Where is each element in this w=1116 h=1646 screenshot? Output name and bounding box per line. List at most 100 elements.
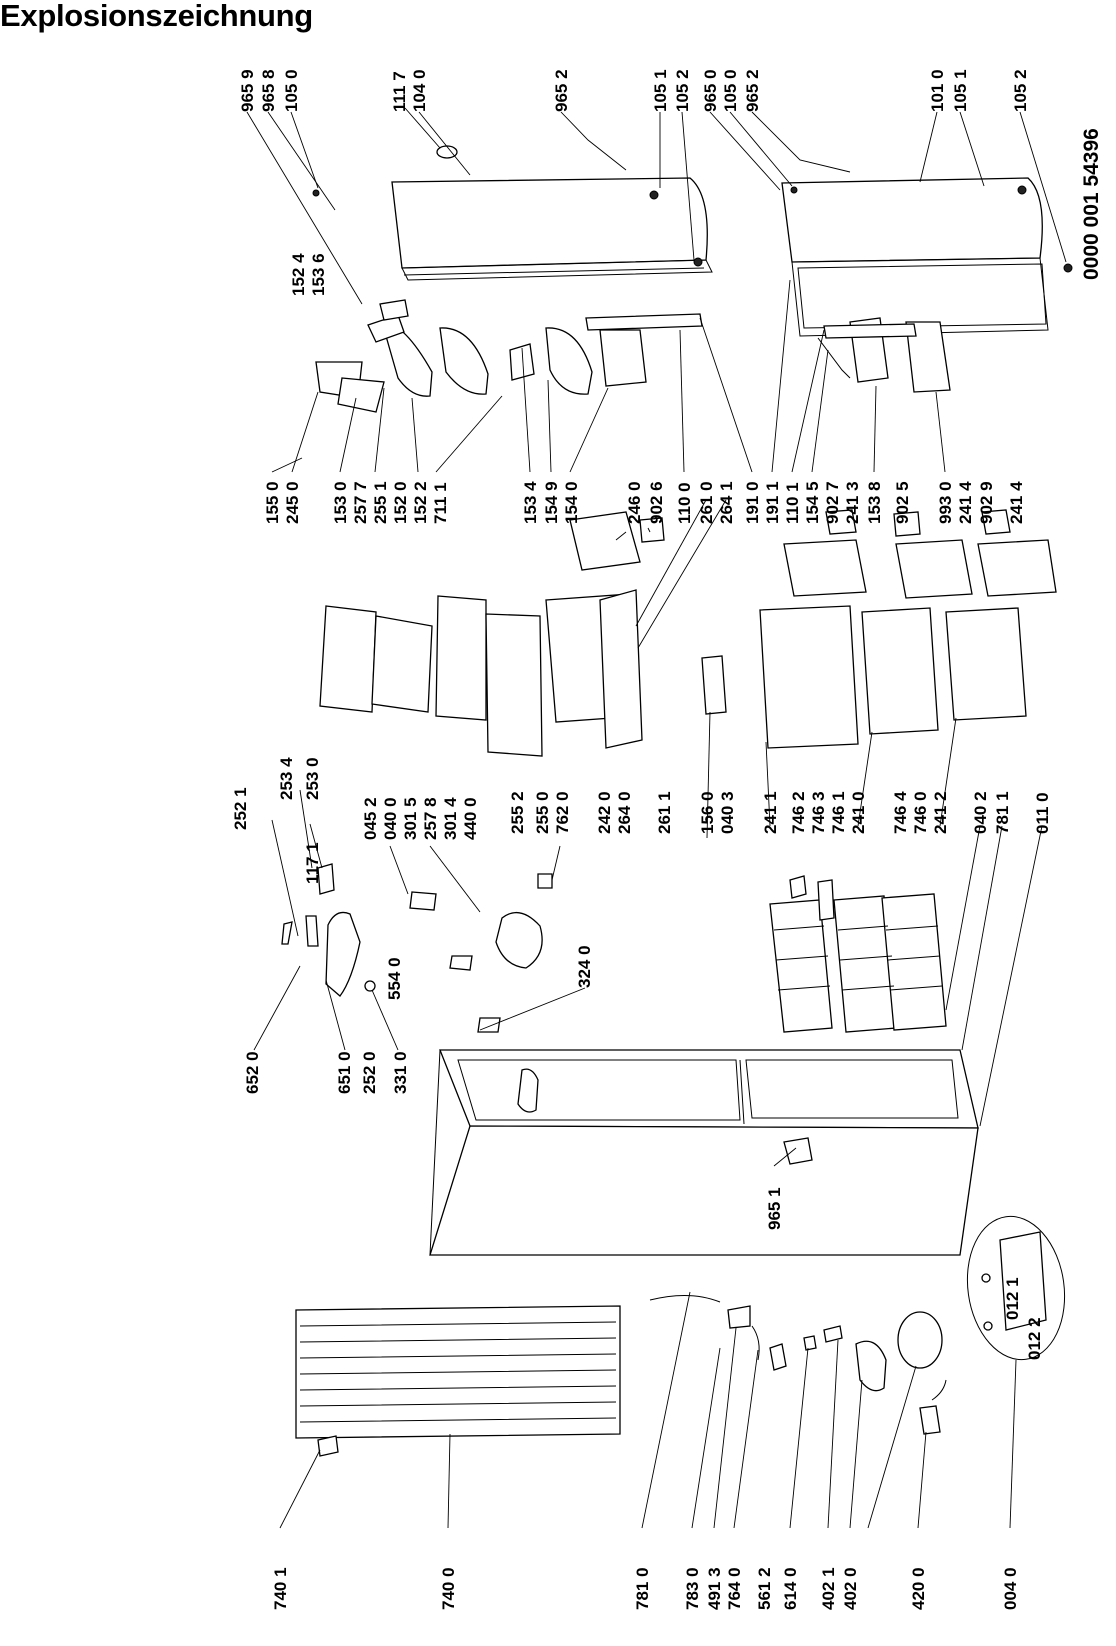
part-label: 241 1 bbox=[761, 791, 780, 834]
page-title: Explosionszeichnung bbox=[0, 0, 313, 33]
part-label: 004 0 bbox=[1001, 1567, 1020, 1610]
compressor-assembly bbox=[649, 1294, 947, 1435]
leader-lines bbox=[246, 107, 1067, 1529]
part-label: 324 0 bbox=[575, 945, 594, 988]
part-label: 252 0 bbox=[360, 1051, 379, 1094]
part-label: 241 3 bbox=[843, 481, 862, 524]
part-label: 245 0 bbox=[283, 481, 302, 524]
part-label: 154 9 bbox=[542, 481, 561, 524]
part-label: 242 0 bbox=[595, 791, 614, 834]
part-label: 402 1 bbox=[819, 1567, 838, 1610]
part-label: 781 1 bbox=[993, 791, 1012, 834]
part-label: 561 2 bbox=[755, 1567, 774, 1610]
part-label: 746 2 bbox=[789, 791, 808, 834]
part-label: 246 0 bbox=[625, 481, 644, 524]
control-and-fan-assembly bbox=[281, 863, 553, 1033]
part-label: 111 7 bbox=[390, 71, 409, 112]
part-label: 746 4 bbox=[891, 791, 910, 834]
part-label: 762 0 bbox=[553, 791, 572, 834]
part-label: 152 2 bbox=[411, 481, 430, 524]
part-label: 651 0 bbox=[335, 1051, 354, 1094]
part-label: 101 0 bbox=[928, 69, 947, 112]
part-label: 153 8 bbox=[865, 481, 884, 524]
part-label: 740 1 bbox=[271, 1567, 290, 1610]
part-label: 241 4 bbox=[956, 481, 975, 524]
part-label: 253 0 bbox=[303, 757, 322, 800]
part-label: 902 9 bbox=[977, 481, 996, 524]
part-label: 257 8 bbox=[421, 797, 440, 840]
part-label: 040 3 bbox=[718, 791, 737, 834]
part-label: 105 0 bbox=[282, 69, 301, 112]
part-label: 965 2 bbox=[743, 69, 762, 112]
part-label: 711 1 bbox=[431, 482, 450, 524]
part-label: 491 3 bbox=[705, 1567, 724, 1610]
part-label: 554 0 bbox=[385, 957, 404, 1000]
part-label: 105 2 bbox=[1011, 69, 1030, 112]
door-shelves bbox=[315, 299, 951, 413]
part-label: 152 0 bbox=[391, 481, 410, 524]
part-label: 104 0 bbox=[410, 69, 429, 112]
part-label: 191 0 bbox=[743, 481, 762, 524]
part-label: 902 7 bbox=[823, 481, 842, 524]
part-label: 152 4 bbox=[289, 253, 308, 296]
part-label: 255 2 bbox=[508, 791, 527, 834]
part-label: 264 1 bbox=[717, 481, 736, 524]
cabinet bbox=[429, 1049, 979, 1256]
part-label: 155 0 bbox=[263, 481, 282, 524]
freezer-door bbox=[781, 177, 1073, 337]
part-label: 156 0 bbox=[698, 791, 717, 834]
part-label: 993 0 bbox=[936, 481, 955, 524]
part-label: 105 2 bbox=[673, 69, 692, 112]
part-label: 440 0 bbox=[461, 797, 480, 840]
part-label: 261 0 bbox=[697, 481, 716, 524]
part-label: 153 4 bbox=[521, 481, 540, 524]
part-label: 117 1 bbox=[303, 842, 322, 884]
part-label: 331 0 bbox=[391, 1051, 410, 1094]
part-label: 241 4 bbox=[1007, 481, 1026, 524]
part-label: 040 0 bbox=[381, 797, 400, 840]
part-label: 241 0 bbox=[849, 791, 868, 834]
part-label: 402 0 bbox=[841, 1567, 860, 1610]
part-label: 965 0 bbox=[701, 69, 720, 112]
part-label: 261 1 bbox=[655, 791, 674, 834]
part-label: 110 1 bbox=[783, 482, 802, 524]
part-label: 746 1 bbox=[829, 791, 848, 834]
fridge-door bbox=[312, 145, 713, 281]
part-label: 965 2 bbox=[552, 69, 571, 112]
part-label: 012 1 bbox=[1003, 1277, 1022, 1320]
part-label: 253 4 bbox=[277, 757, 296, 800]
part-label: 740 0 bbox=[439, 1567, 458, 1610]
part-label: 045 2 bbox=[361, 797, 380, 840]
part-label: 301 5 bbox=[401, 797, 420, 840]
part-label: 783 0 bbox=[683, 1567, 702, 1610]
part-label: 781 0 bbox=[633, 1567, 652, 1610]
part-label: 105 0 bbox=[721, 69, 740, 112]
part-label: 153 6 bbox=[309, 253, 328, 296]
part-label: 011 0 bbox=[1033, 792, 1052, 834]
part-label: 154 0 bbox=[562, 481, 581, 524]
part-label: 153 0 bbox=[331, 481, 350, 524]
part-label: 614 0 bbox=[781, 1567, 800, 1610]
part-label: 252 1 bbox=[231, 787, 250, 830]
part-label: 264 0 bbox=[615, 791, 634, 834]
detail-bubble bbox=[966, 1215, 1066, 1361]
condenser bbox=[295, 1305, 621, 1457]
part-label: 965 1 bbox=[765, 1187, 784, 1230]
part-label: 241 2 bbox=[931, 791, 950, 834]
part-label: 257 7 bbox=[351, 481, 370, 524]
part-label: 746 0 bbox=[911, 791, 930, 834]
part-label: 965 9 bbox=[238, 69, 257, 112]
document-number: 0000 001 54396 bbox=[1080, 128, 1103, 280]
part-label: 255 0 bbox=[533, 791, 552, 834]
part-label: 764 0 bbox=[725, 1567, 744, 1610]
part-label: 040 2 bbox=[971, 791, 990, 834]
part-label: 105 1 bbox=[651, 69, 670, 112]
part-label: 746 3 bbox=[809, 791, 828, 834]
part-label: 301 4 bbox=[441, 797, 460, 840]
part-label: 255 1 bbox=[371, 481, 390, 524]
part-label: 420 0 bbox=[909, 1567, 928, 1610]
part-label: 110 0 bbox=[675, 482, 694, 524]
part-label: 012 2 bbox=[1025, 1317, 1044, 1360]
part-label: 191 1 bbox=[763, 481, 782, 524]
